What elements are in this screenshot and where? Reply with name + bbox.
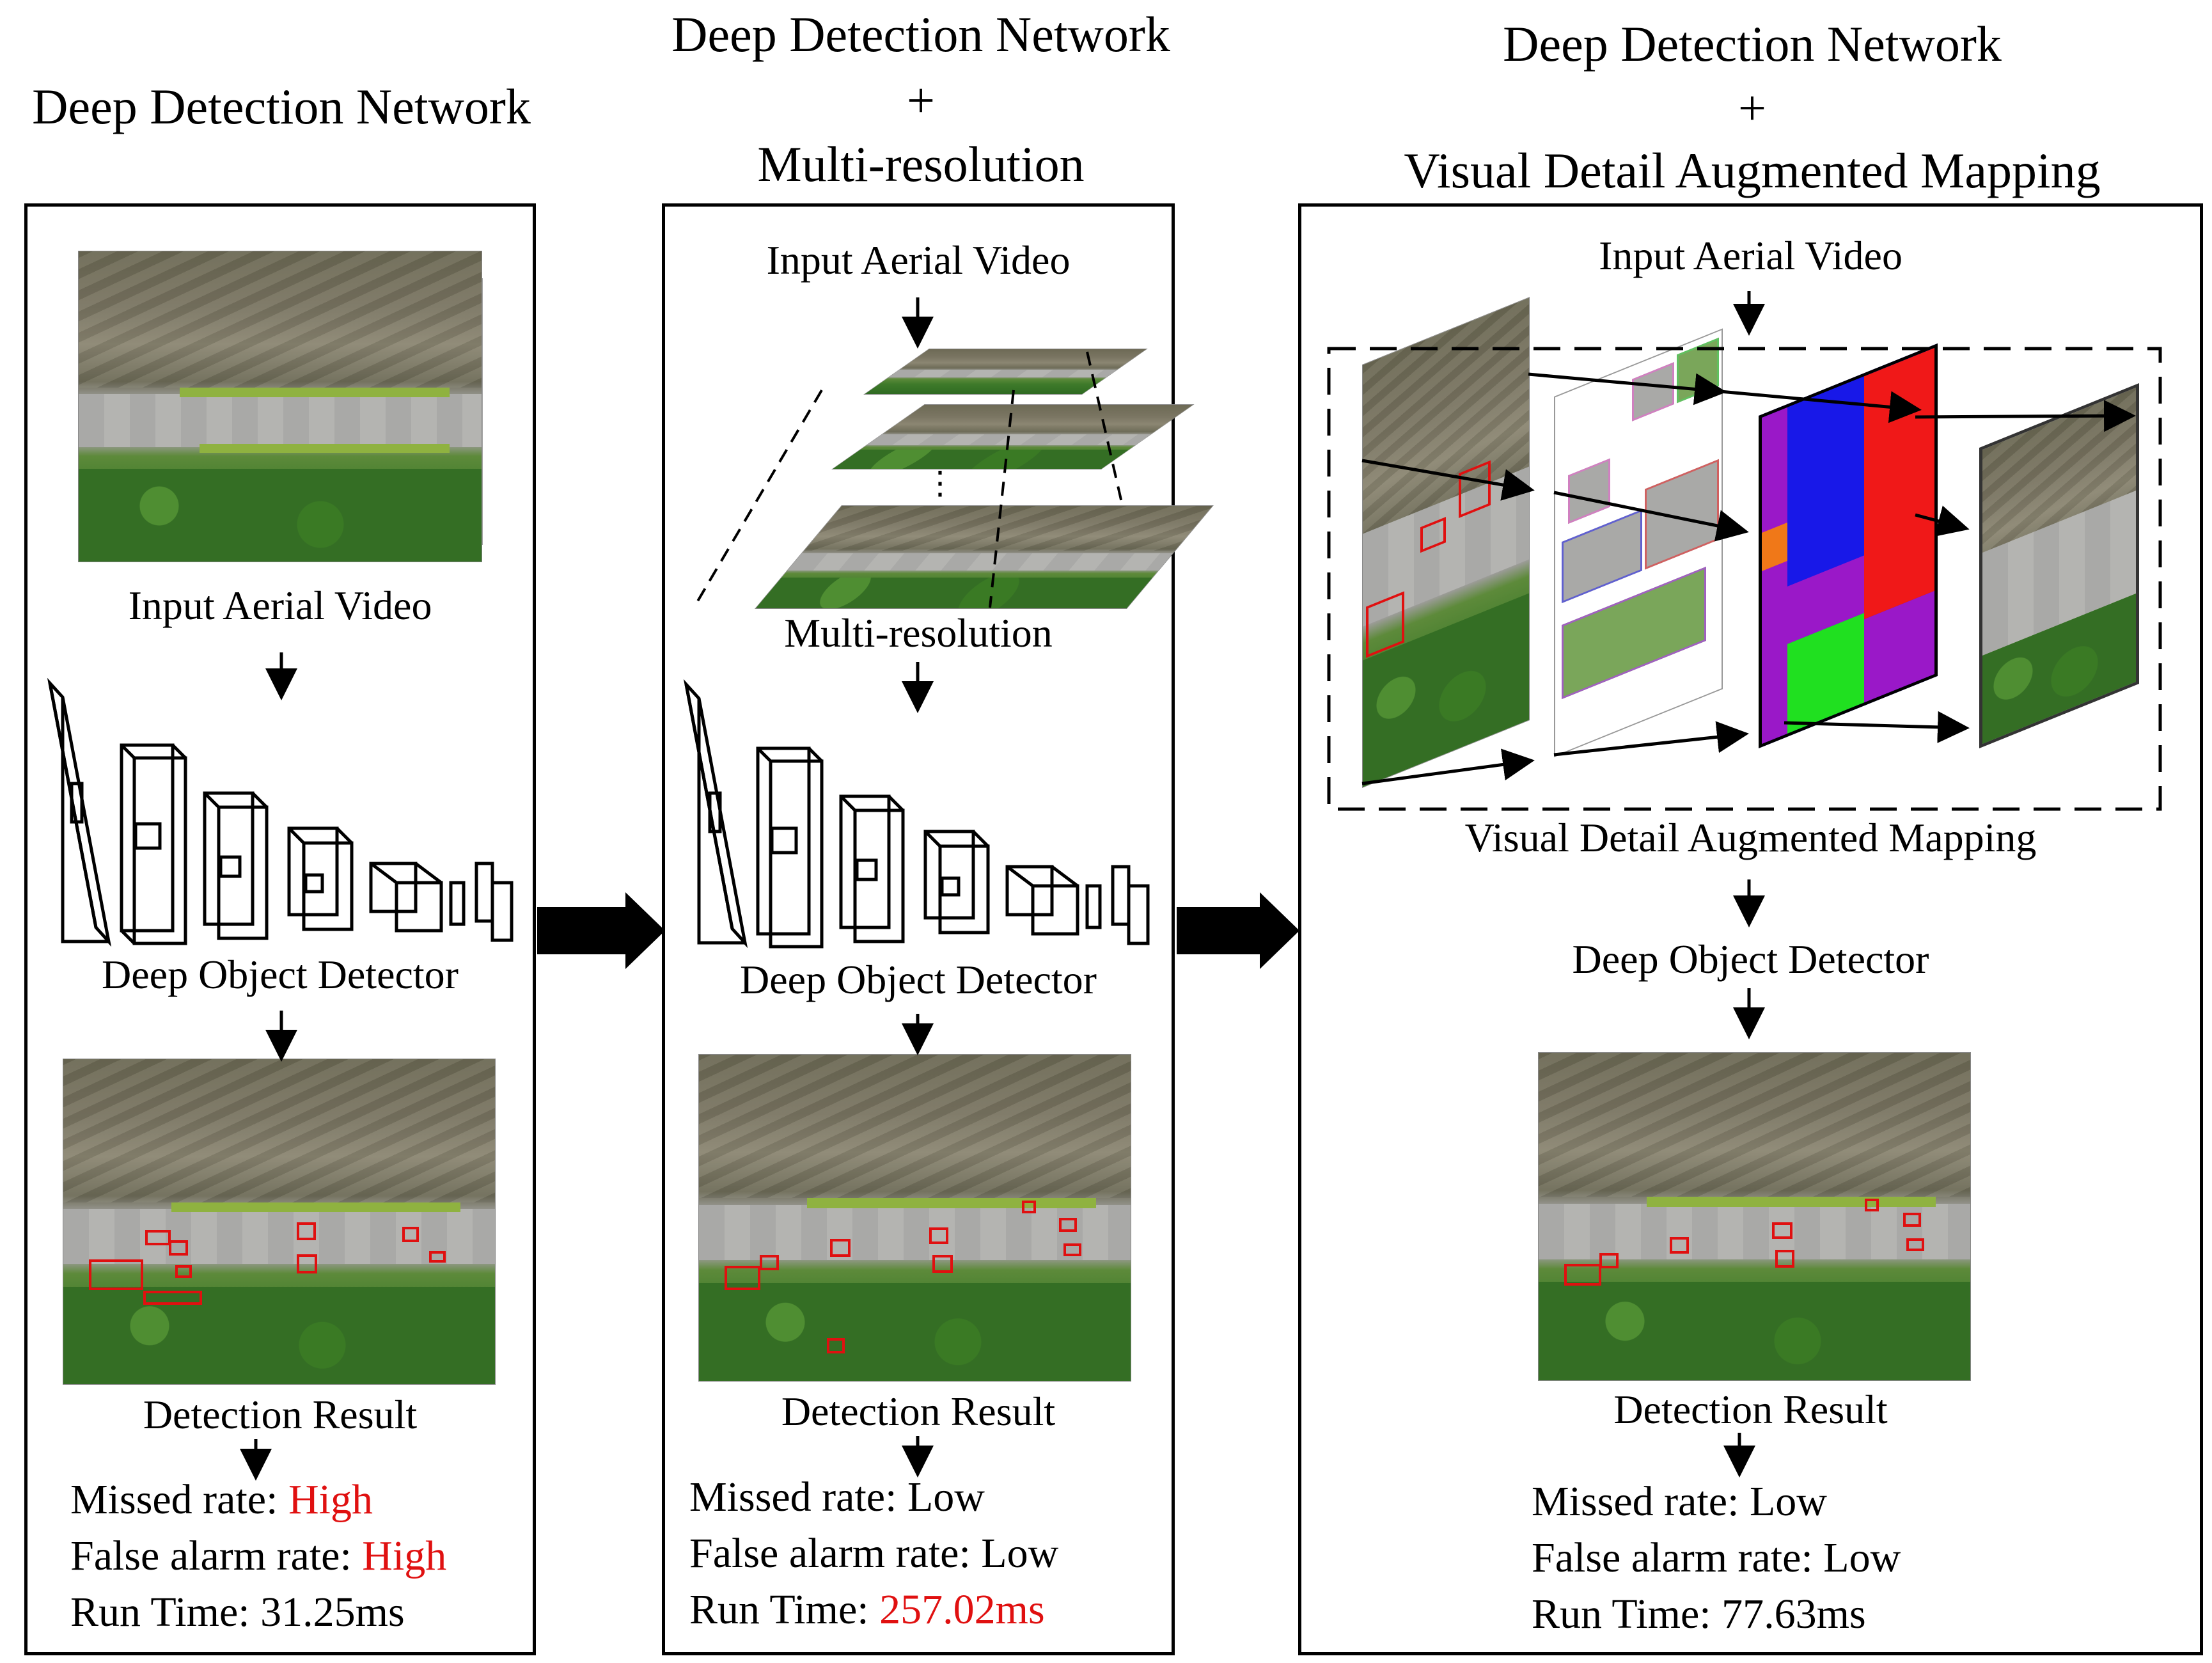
detection-box (1906, 1238, 1924, 1251)
panel2-title-line2: Multi-resolution (757, 136, 1085, 192)
transition-arrow (1177, 892, 1299, 969)
detection-box (1022, 1201, 1036, 1213)
panel3-title-line2: Visual Detail Augmented Mapping (1404, 143, 2101, 198)
panel3-mapping-label: Visual Detail Augmented Mapping (1464, 815, 2037, 860)
panel1-input-image (78, 251, 482, 562)
detection-box (175, 1265, 192, 1278)
panel2-input-label: Input Aerial Video (766, 237, 1071, 283)
mapping-dashed-box (1327, 347, 2162, 811)
mapping-arrows (1361, 372, 2136, 785)
detection-box (830, 1239, 851, 1257)
panel1-false-alarm-rate: False alarm rate: High (70, 1533, 447, 1579)
transition-arrow (537, 892, 665, 969)
detection-box (932, 1255, 953, 1273)
detection-box (1063, 1243, 1081, 1256)
panel2-run-time: Run Time: 257.02ms (689, 1586, 1045, 1633)
panel3-run-time: Run Time: 77.63ms (1532, 1591, 1866, 1637)
panel1-missed-rate: Missed rate: High (70, 1476, 373, 1523)
panel3-result-image (1538, 1052, 1971, 1381)
panel3-title-line1: Deep Detection Network (1503, 16, 2002, 72)
detection-box (145, 1230, 171, 1245)
detection-box (1903, 1213, 1921, 1227)
panel2-multires-label: Multi-resolution (784, 610, 1053, 656)
pyramid-projection-lines (693, 351, 1124, 609)
panel2-false-alarm-rate: False alarm rate: Low (689, 1530, 1059, 1577)
detection-box (1670, 1237, 1689, 1254)
detection-box (429, 1251, 446, 1263)
detection-box (1059, 1218, 1077, 1232)
detection-box (297, 1254, 317, 1273)
panel2-detector-label: Deep Object Detector (740, 957, 1097, 1002)
panel1-detector-label: Deep Object Detector (102, 952, 459, 997)
panel2-result-image (698, 1054, 1131, 1382)
pyramid-ellipsis: ⋮ (924, 465, 956, 501)
panel1-frame (24, 203, 536, 1655)
detection-box (297, 1222, 316, 1240)
detection-box (1772, 1222, 1792, 1239)
detection-box (89, 1259, 143, 1290)
panel3-title-plus: + (1738, 80, 1766, 136)
detection-box (1775, 1250, 1794, 1268)
panel2-title-plus: + (907, 72, 935, 128)
panel3-frame (1298, 203, 2203, 1655)
detection-box (725, 1266, 760, 1290)
detection-box (1599, 1253, 1619, 1268)
detection-box (760, 1255, 779, 1270)
panel2-result-label: Detection Result (781, 1389, 1056, 1434)
detection-box (169, 1240, 188, 1256)
detection-box (402, 1227, 419, 1242)
detection-box (143, 1291, 202, 1305)
detection-box (1564, 1264, 1601, 1286)
cnn-layers-icon (47, 677, 514, 947)
detection-box (1865, 1199, 1879, 1211)
detection-box (827, 1338, 845, 1353)
panel1-run-time: Run Time: 31.25ms (70, 1589, 405, 1635)
panel2-title-line1: Deep Detection Network (671, 6, 1170, 62)
panel3-input-label: Input Aerial Video (1599, 233, 1902, 278)
panel1-result-label: Detection Result (143, 1392, 418, 1437)
panel2-missed-rate: Missed rate: Low (689, 1474, 985, 1520)
detection-box (929, 1227, 948, 1244)
panel3-detector-label: Deep Object Detector (1572, 936, 1929, 982)
cnn-layers-icon (683, 679, 1150, 949)
panel3-false-alarm-rate: False alarm rate: Low (1532, 1534, 1901, 1581)
panel1-result-image (63, 1059, 496, 1385)
panel3-result-label: Detection Result (1613, 1387, 1888, 1432)
panel3-missed-rate: Missed rate: Low (1532, 1478, 1827, 1525)
panel1-title: Deep Detection Network (32, 79, 531, 134)
panel1-input-label: Input Aerial Video (128, 583, 432, 628)
